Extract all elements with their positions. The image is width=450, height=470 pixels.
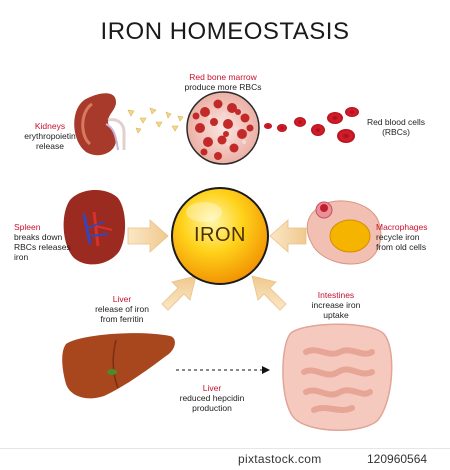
liver-ferritin-line-1: release of iron — [95, 304, 149, 314]
intestines-label: Intestines increase iron uptake — [296, 290, 376, 320]
footer-image-id: 120960564 — [367, 452, 428, 466]
liver-hepcidin-line-2: production — [192, 403, 232, 413]
arrow-spleen-to-iron — [127, 219, 169, 253]
bone-marrow-label: Red bone marrow produce more RBCs — [168, 72, 278, 92]
intestines-illustration — [282, 323, 393, 431]
kidneys-line-1: erythropoietin — [24, 131, 76, 141]
rbc-line-2: (RBCs) — [382, 127, 410, 137]
kidneys-label: Kidneys erythropoietin release — [18, 121, 82, 151]
diagram-title: IRON HOMEOSTASIS — [100, 18, 350, 45]
spleen-line-1: breaks down — [14, 232, 63, 242]
spleen-line-3: iron — [14, 252, 29, 262]
macrophages-label: Macrophages recycle iron from old cells — [376, 222, 444, 252]
rbc-line-1: Red blood cells — [366, 117, 426, 127]
liver-illustration — [62, 333, 175, 399]
arrow-intestines-to-iron — [251, 275, 287, 311]
liver-hepcidin-line-1: reduced hepcidin — [179, 393, 245, 403]
kidney-illustration — [74, 93, 126, 156]
arrow-macrophage-to-iron — [269, 219, 307, 253]
erythropoietin-particles — [127, 107, 184, 134]
iron-sphere — [171, 187, 269, 285]
spleen-heading: Spleen — [14, 222, 41, 232]
intestines-heading: Intestines — [317, 290, 355, 300]
liver-ferritin-line-2: from ferritin — [100, 314, 144, 324]
bone-marrow-heading: Red bone marrow — [189, 72, 257, 82]
arrow-liver-to-iron — [161, 275, 197, 311]
macrophages-heading: Macrophages — [376, 222, 428, 232]
bone-marrow-text: produce more RBCs — [184, 82, 262, 92]
dashed-arrow-hepcidin — [176, 366, 270, 374]
iron-label: IRON — [194, 224, 246, 246]
intestines-line-1: increase iron — [311, 300, 361, 310]
spleen-label: Spleen breaks down RBCs releases iron — [14, 222, 76, 262]
red-blood-cells-illustration — [264, 107, 359, 143]
spleen-line-2: RBCs releases — [14, 242, 71, 252]
kidneys-line-2: release — [36, 141, 64, 151]
liver-ferritin-label: Liver release of iron from ferritin — [82, 294, 162, 324]
footer-brand: pixtastock.com — [238, 452, 322, 466]
rbc-label: Red blood cells (RBCs) — [356, 117, 436, 137]
liver-hepcidin-label: Liver reduced hepcidin production — [170, 383, 254, 413]
macrophages-line-1: recycle iron — [376, 232, 420, 242]
liver-hepcidin-heading: Liver — [202, 383, 222, 393]
kidneys-heading: Kidneys — [34, 121, 66, 131]
liver-ferritin-heading: Liver — [112, 294, 132, 304]
bone-marrow-illustration — [186, 91, 260, 165]
intestines-line-2: uptake — [323, 310, 349, 320]
macrophage-illustration — [306, 200, 382, 265]
footer-bar — [0, 448, 450, 470]
macrophages-line-2: from old cells — [376, 242, 427, 252]
spleen-illustration — [63, 189, 126, 265]
